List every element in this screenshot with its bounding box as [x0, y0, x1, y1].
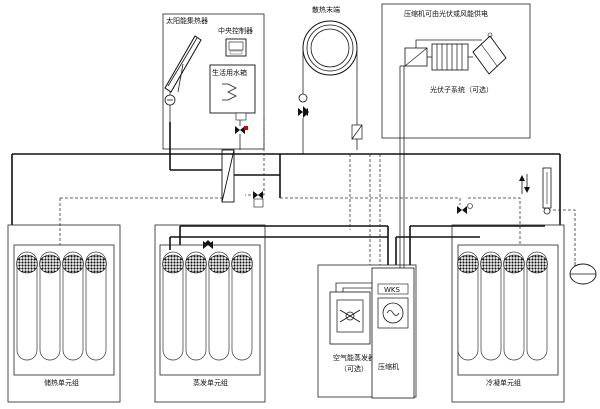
storage-unit-label: 储热单元组: [44, 378, 79, 387]
thermometer-icon: [542, 167, 552, 215]
pump-icon-radiator: [298, 93, 308, 103]
heat-exchanger: [221, 149, 235, 203]
battery-icon: [431, 43, 469, 71]
pv-box: [381, 3, 531, 139]
expansion-tank-icon: [569, 262, 597, 285]
compressor: WKS 压缩机: [371, 267, 415, 399]
pv-supply-label: 压缩机可由光伏或风能供电: [404, 9, 488, 18]
control-lines: [59, 118, 576, 265]
air-evap-box: 空气能蒸发器 （可选）: [317, 264, 417, 398]
wks-label: WKS: [384, 286, 401, 294]
cold-unit-label: 冷凝单元组: [486, 378, 521, 387]
evap-unit: 蒸发单元组: [154, 224, 266, 403]
controller-label: 中央控制器: [218, 26, 253, 35]
cold-unit: 冷凝单元组: [451, 224, 565, 403]
valve-icon-hx: [253, 191, 264, 208]
storage-unit: 储热单元组: [7, 224, 121, 403]
main-pipes: [11, 122, 561, 265]
domestic-tank-label: 生活用水箱: [212, 68, 247, 77]
valve-icon-radiator: [298, 106, 309, 118]
solar-collector-label: 太阳能集热器: [166, 16, 208, 25]
solar-box: 太阳能集热器 中央控制器: [162, 13, 265, 150]
check-valve-radiator: [351, 124, 363, 140]
air-evap-label-1: 空气能蒸发器: [333, 353, 375, 362]
pump-icon-solar: [164, 94, 176, 106]
valve-icon-cold: [457, 203, 473, 214]
pv-inverter-icon: [404, 47, 428, 67]
domestic-tank: 生活用水箱: [209, 64, 256, 121]
flow-arrow-icon: [519, 174, 530, 194]
valve-icon-evap: [203, 240, 213, 249]
radiator-icon: [302, 20, 358, 76]
solar-panel-icon: [164, 35, 202, 93]
controller-icon: [225, 38, 247, 57]
pv-system-label: 光伏子系统（可选）: [430, 85, 493, 94]
evap-unit-label: 蒸发单元组: [193, 378, 228, 387]
compressor-label: 压缩机: [378, 362, 399, 371]
radiator-label: 散热末端: [312, 5, 340, 14]
pv-panel-icon: [472, 32, 507, 75]
air-evap-label-2: （可选）: [340, 364, 368, 373]
valve-icon-solar: [235, 126, 248, 134]
